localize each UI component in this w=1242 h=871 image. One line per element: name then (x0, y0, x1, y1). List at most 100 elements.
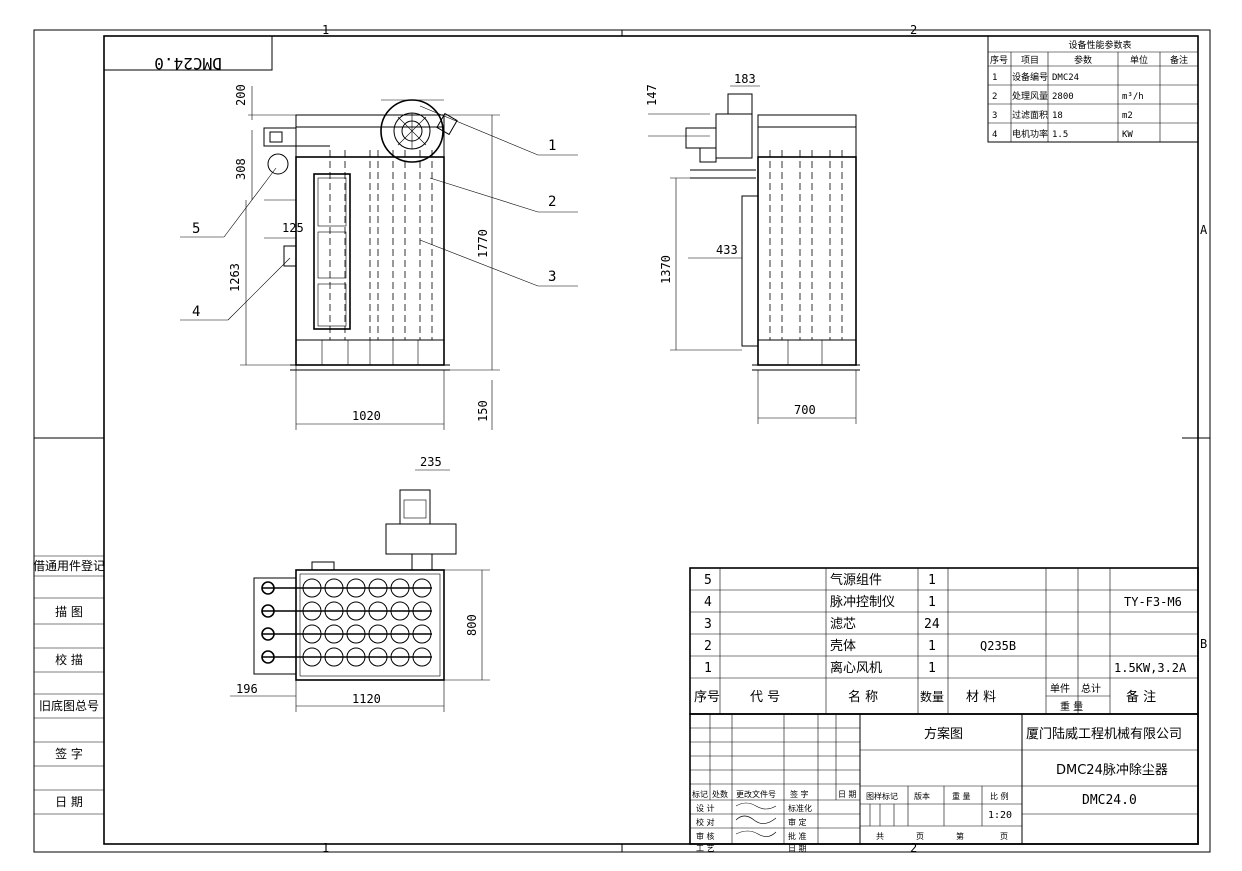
tb-label-review: 审 核 (696, 831, 715, 841)
params-row-4-value: 1.5 (1052, 130, 1068, 140)
tb-label-stage: 图样标记 (866, 791, 898, 801)
pulse-valve (261, 627, 275, 641)
tb-label-date: 日 期 (838, 790, 857, 799)
dim-147: 147 (645, 84, 659, 106)
params-header-unit: 单位 (1130, 54, 1148, 66)
bom-row-5-name: 气源组件 (830, 572, 882, 588)
zone-bottom-1: 1 (322, 841, 329, 855)
bom-row-2-name: 壳体 (830, 639, 856, 654)
top-view-dimensions: 235 800 196 1120 (230, 455, 490, 712)
tb-label-approve: 批 准 (788, 831, 807, 841)
bom-header-qty: 数量 (920, 689, 944, 704)
bom-row-2-no: 2 (704, 639, 712, 654)
zone-right-b: B (1200, 637, 1207, 651)
tb-label-count: 处数 (712, 789, 728, 799)
dim-1770: 1770 (476, 229, 490, 258)
params-header-value: 参数 (1074, 54, 1092, 66)
dim-183: 183 (734, 72, 756, 86)
title-scale-value: 1:20 (988, 810, 1012, 821)
bom-header-remark: 备 注 (1126, 689, 1156, 705)
tb-label-change-doc: 更改文件号 (736, 789, 776, 799)
params-header-no: 序号 (990, 54, 1008, 66)
tb-label-weight: 重 量 (952, 791, 971, 801)
signature-scribble (735, 815, 777, 824)
params-row-2-unit: m³/h (1122, 92, 1144, 102)
dim-1370: 1370 (659, 255, 673, 284)
bom-row-5-qty: 1 (928, 573, 936, 588)
bom-row-1-name: 离心风机 (830, 660, 882, 676)
params-header-remark: 备注 (1170, 54, 1188, 66)
bom-row-4-remark: TY-F3-M6 (1124, 595, 1182, 609)
front-view (263, 99, 458, 371)
bom-row-3-no: 3 (704, 617, 712, 632)
params-row-4-item: 电机功率 (1012, 128, 1048, 140)
pulse-valve (261, 650, 275, 664)
callout-2: 2 (548, 194, 556, 210)
params-row-1-item: 设备编号 (1012, 71, 1048, 83)
front-view-callouts: 1 2 3 4 5 (180, 105, 578, 321)
top-view-filter-grid (261, 578, 432, 667)
bom-row-2-qty: 1 (928, 639, 936, 654)
dim-433: 433 (716, 243, 738, 257)
params-row-2-value: 2800 (1052, 92, 1074, 102)
side-view (685, 93, 860, 371)
signature-scribble (735, 802, 777, 810)
front-view-dimensions: 200 308 125 1263 1770 1020 150 (228, 84, 500, 430)
bom-row-3-name: 滤芯 (830, 617, 856, 632)
tb-label-total-sheets: 共 (876, 832, 884, 841)
tb-label-version: 版本 (914, 791, 930, 801)
bom-row-4-qty: 1 (928, 595, 936, 610)
signature-scribble (735, 830, 777, 837)
bom-row-4-name: 脉冲控制仪 (830, 595, 895, 610)
side-strip: 借通用件登记 描 图 校 描 旧底图总号 签 字 日 期 (33, 555, 105, 815)
title-product: DMC24脉冲除尘器 (1056, 763, 1168, 778)
bom-header-name: 名 称 (848, 689, 878, 705)
dim-196: 196 (236, 682, 258, 696)
tb-label-process: 工 艺 (696, 844, 715, 853)
params-row-3-value: 18 (1052, 111, 1063, 121)
side-view-dimensions: 183 147 433 1370 700 (645, 72, 857, 424)
side-label-trace-check: 校 描 (55, 652, 83, 667)
zone-top-2: 2 (910, 23, 917, 37)
zone-bottom-2: 2 (910, 841, 917, 855)
tb-label-sheet2: 页 (1000, 832, 1008, 841)
side-label-date: 日 期 (55, 795, 83, 809)
callout-3: 3 (548, 269, 556, 285)
tb-label-mark: 标记 (692, 789, 708, 799)
bom-row-1-no: 1 (704, 661, 712, 676)
tb-label-date2: 日 期 (788, 844, 807, 853)
pulse-valve (261, 604, 275, 618)
parameters-table: 设备性能参数表 序号 项目 参数 单位 备注 1 设备编号 DMC24 2 处理… (987, 35, 1199, 143)
params-row-2-item: 处理风量 (1012, 90, 1048, 102)
inner-frame (103, 35, 1199, 845)
bom-header-material: 材 料 (966, 690, 996, 705)
drawing-no-rotated: DMC24.0 (154, 54, 221, 73)
title-scheme: 方案图 (924, 726, 963, 742)
dim-235: 235 (420, 455, 442, 469)
dim-1263: 1263 (228, 263, 242, 292)
dim-125: 125 (282, 221, 304, 235)
params-row-4-no: 4 (992, 130, 997, 140)
params-row-2-no: 2 (992, 92, 997, 102)
side-label-reg: 借通用件登记 (33, 558, 105, 573)
params-row-1-no: 1 (992, 73, 997, 83)
top-view (253, 489, 457, 681)
tb-label-no: 第 (956, 831, 964, 841)
params-row-1-value: DMC24 (1052, 73, 1079, 83)
params-row-4-unit: KW (1122, 130, 1133, 140)
tb-label-check: 校 对 (696, 817, 715, 827)
bom-row-1-qty: 1 (928, 661, 936, 676)
title-company: 厦门陆威工程机械有限公司 (1026, 726, 1182, 742)
bom-row-5-no: 5 (704, 573, 712, 588)
tb-label-audit: 审 定 (788, 817, 807, 827)
tb-label-design: 设 计 (696, 803, 715, 813)
pulse-valve (261, 581, 275, 595)
bom-header-total: 总计 (1081, 682, 1101, 695)
zone-right-a: A (1200, 223, 1208, 237)
dim-200: 200 (234, 84, 248, 106)
side-label-old-no: 旧底图总号 (39, 698, 99, 713)
bom-header-no: 序号 (694, 690, 720, 705)
bom-row-3-qty: 24 (924, 617, 940, 632)
